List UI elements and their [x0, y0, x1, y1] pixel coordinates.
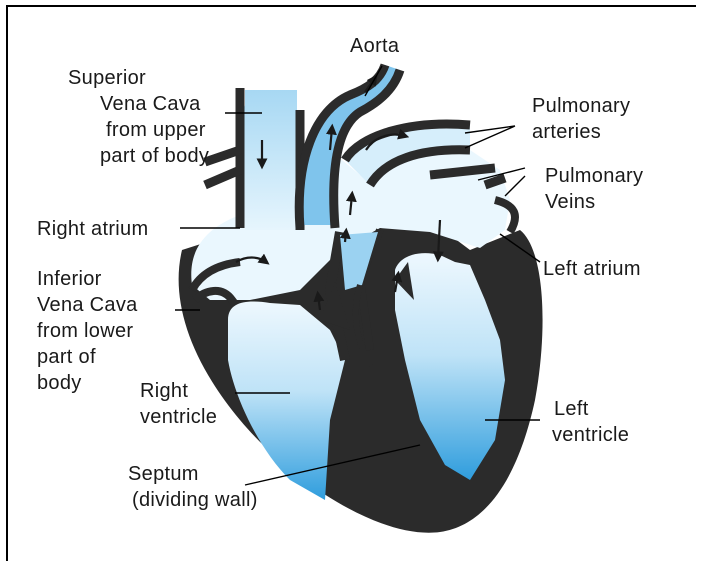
label-pulmonary-veins-line-2: Veins	[545, 189, 643, 215]
label-septum-line-1: Septum	[128, 461, 258, 487]
label-pulmonary-arteries-line-1: Pulmonary	[532, 93, 630, 119]
label-inferior-line-4: part of	[37, 344, 138, 370]
label-superior-line-1: Superior	[68, 65, 238, 91]
label-septum: Septum (dividing wall)	[128, 461, 258, 513]
label-inferior-line-5: body	[37, 370, 138, 396]
label-left-ventricle: Left ventricle	[552, 396, 629, 448]
label-pulmonary-arteries: Pulmonary arteries	[532, 93, 630, 145]
label-left-ventricle-line-1: Left	[552, 396, 629, 422]
label-pulmonary-veins: Pulmonary Veins	[545, 163, 643, 215]
label-septum-line-2: (dividing wall)	[128, 487, 258, 513]
label-inferior-line-3: from lower	[37, 318, 138, 344]
label-right-ventricle-line-2: ventricle	[140, 404, 217, 430]
label-superior-line-4: part of body	[68, 143, 238, 169]
label-pulmonary-veins-line-1: Pulmonary	[545, 163, 643, 189]
label-superior-vena-cava: Superior Vena Cava from upper part of bo…	[68, 65, 238, 169]
label-right-ventricle-line-1: Right	[140, 378, 217, 404]
label-superior-line-3: from upper	[68, 117, 238, 143]
label-superior-line-2: Vena Cava	[68, 91, 238, 117]
label-pulmonary-arteries-line-2: arteries	[532, 119, 630, 145]
label-aorta: Aorta	[350, 33, 399, 59]
label-left-ventricle-line-2: ventricle	[552, 422, 629, 448]
label-right-ventricle: Right ventricle	[140, 378, 217, 430]
label-inferior-vena-cava: Inferior Vena Cava from lower part of bo…	[37, 266, 138, 396]
label-right-atrium: Right atrium	[37, 216, 148, 242]
label-left-atrium: Left atrium	[543, 256, 641, 282]
label-inferior-line-2: Vena Cava	[37, 292, 138, 318]
label-inferior-line-1: Inferior	[37, 266, 138, 292]
